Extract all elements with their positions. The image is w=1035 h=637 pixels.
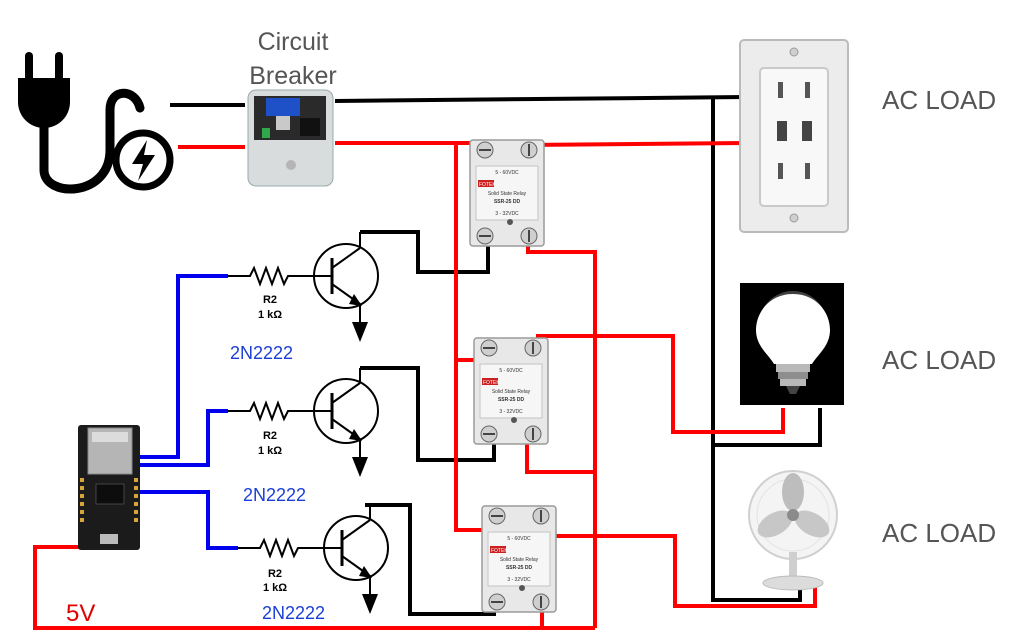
resistor-value: 1 kΩ	[258, 445, 282, 457]
ssr-model: SSR-25 DD	[506, 565, 533, 571]
ssr-output-rating: 5 - 60VDC	[499, 368, 523, 374]
fan-icon	[748, 470, 838, 591]
wall-outlet-icon	[739, 39, 849, 233]
ssr-brand: FOTEK	[491, 548, 508, 554]
ssr-brand: FOTEK	[479, 182, 496, 188]
ssr-model: SSR-25 DD	[498, 397, 525, 403]
resistor-value: 1 kΩ	[263, 582, 287, 594]
transistor-model: 2N2222	[262, 603, 325, 623]
ssr-output-rating: 5 - 60VDC	[507, 536, 531, 542]
ssr-subtitle: Solid State Relay	[488, 191, 527, 197]
ssr-relay-2: 5 - 60VDC FOTEK Solid State Relay SSR-25…	[473, 337, 549, 445]
resistor-name: R2	[268, 568, 282, 580]
ac-load-label-2: AC LOAD	[882, 345, 996, 375]
ssr-input-rating: 3 - 32VDC	[499, 409, 523, 415]
neutral-wires	[170, 95, 822, 616]
resistor-value: 1 kΩ	[258, 309, 282, 321]
transistor-stage-3: R2 1 kΩ 2N2222	[236, 505, 390, 623]
ssr-input-rating: 3 - 32VDC	[495, 211, 519, 217]
ssr-subtitle: Solid State Relay	[500, 557, 539, 563]
transistor-model: 2N2222	[230, 343, 293, 363]
ssr-relay-1: 5 - 60VDC FOTEK Solid State Relay SSR-25…	[469, 139, 545, 247]
power-plug-icon	[18, 52, 145, 194]
transistor-stage-2: R2 1 kΩ 2N2222	[226, 368, 380, 505]
circuit-breaker: Circuit Breaker	[247, 28, 337, 187]
breaker-label-line2: Breaker	[249, 62, 337, 90]
esp32-board	[78, 425, 140, 550]
signal-wires	[140, 274, 238, 550]
ssr-relay-3: 5 - 60VDC FOTEK Solid State Relay SSR-25…	[481, 505, 557, 613]
line-wires	[33, 141, 817, 630]
resistor-name: R2	[263, 430, 277, 442]
ac-load-label-1: AC LOAD	[882, 85, 996, 115]
resistor-name: R2	[263, 294, 277, 306]
ssr-subtitle: Solid State Relay	[492, 389, 531, 395]
ssr-brand: FOTEK	[483, 380, 500, 386]
ssr-input-rating: 3 - 32VDC	[507, 577, 531, 583]
light-bulb-icon	[740, 283, 844, 405]
ssr-model: SSR-25 DD	[494, 199, 521, 205]
transistor-model: 2N2222	[243, 485, 306, 505]
lightning-bolt-icon	[112, 129, 174, 191]
transistor-stage-1: R2 1 kΩ 2N2222	[226, 232, 380, 363]
ac-load-label-3: AC LOAD	[882, 518, 996, 548]
breaker-label-line1: Circuit	[258, 28, 329, 56]
supply-voltage-label: 5V	[66, 600, 95, 627]
ssr-output-rating: 5 - 60VDC	[495, 170, 519, 176]
